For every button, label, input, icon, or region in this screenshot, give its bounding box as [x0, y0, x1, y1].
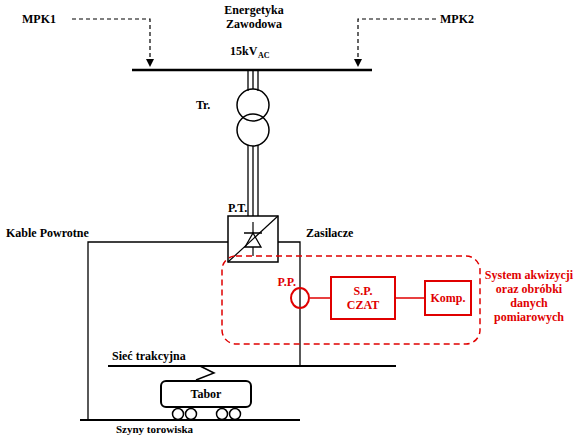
part-label: Tr. — [196, 98, 210, 112]
system-boundary — [222, 256, 480, 344]
signal-line — [310, 297, 330, 299]
transformer-symbol — [237, 89, 269, 146]
feeder-cable — [278, 242, 300, 366]
node-text: Tabor — [191, 387, 222, 401]
part-label: Kable Powrotne — [6, 226, 89, 240]
vehicle-box: Tabor — [160, 380, 252, 408]
feed-point-label: MPK1 — [22, 12, 56, 26]
part-label: Sieć trakcyjna — [112, 349, 186, 363]
computer-box: Komp. — [424, 280, 472, 316]
part-label: Zasilacze — [306, 226, 353, 240]
feeder-line — [358, 19, 436, 66]
return-cable — [88, 242, 228, 420]
feeder-line — [72, 19, 150, 66]
voltage-subscript: AC — [258, 51, 270, 61]
acquisition-box: S.P. CZAT — [330, 276, 396, 320]
busbar — [132, 69, 372, 72]
three-phase-line — [248, 145, 258, 216]
system-label: System akwizycji oraz obróbki danych pom… — [484, 268, 574, 324]
feed-point-label: MPK2 — [440, 12, 474, 26]
measurement-point: P.P. — [290, 287, 310, 309]
pantograph — [196, 366, 214, 380]
rectifier-symbol — [228, 216, 278, 262]
node-text: Komp. — [430, 291, 465, 305]
part-label: Szyny torowiska — [116, 422, 193, 436]
signal-line — [396, 297, 424, 299]
three-phase-line — [248, 70, 258, 91]
wheel — [173, 409, 241, 420]
node-text: P.P. — [278, 275, 296, 289]
rail — [80, 419, 300, 421]
node-text: S.P. CZAT — [341, 284, 385, 312]
voltage-label: 15kV — [230, 44, 257, 58]
catenary-wire — [108, 365, 396, 367]
part-label: P.T. — [228, 201, 247, 215]
grid-label: Energetyka Zawodowa — [208, 3, 300, 31]
